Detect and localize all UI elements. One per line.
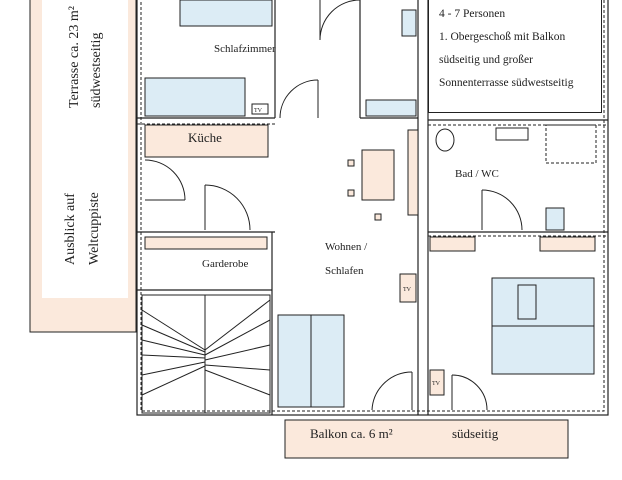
balcony: [284, 419, 569, 459]
room-label-living-2: Schlafen: [325, 265, 364, 277]
info-floor: 1. Obergeschoß mit Balkon: [439, 31, 566, 43]
view-label-1: Ausblick auf: [63, 193, 78, 265]
doors: [144, 0, 523, 411]
balcony-orientation: südseitig: [452, 426, 499, 441]
furniture: [144, 0, 597, 408]
room-label-bath: Bad / WC: [455, 168, 499, 180]
info-line3: südseitig und großer: [439, 54, 533, 66]
tv-label-bedroom: TV: [254, 108, 263, 114]
terrace-orientation: südwestseitig: [89, 33, 104, 108]
balcony-label: Balkon ca. 6 m²: [310, 426, 393, 441]
info-persons: 4 - 7 Personen: [439, 8, 506, 20]
info-line4: Sonnenterrasse südwestseitig: [439, 77, 574, 89]
room-label-kitchen: Küche: [188, 130, 222, 145]
room-label-living-1: Wohnen /: [325, 241, 368, 253]
room-label-wardrobe: Garderobe: [202, 258, 249, 270]
info-box: 4 - 7 Personen 1. Obergeschoß mit Balkon…: [428, 0, 602, 113]
tv-label-living: TV: [403, 287, 412, 293]
terrace-label: Terrasse ca. 23 m²: [67, 6, 82, 108]
view-label-2: Weltcuppiste: [87, 192, 102, 265]
tv-label-bedroom2: TV: [432, 381, 441, 387]
room-label-bedroom: Schlafzimmer: [214, 43, 276, 55]
staircase: [141, 294, 271, 414]
terrace: [29, 0, 137, 333]
